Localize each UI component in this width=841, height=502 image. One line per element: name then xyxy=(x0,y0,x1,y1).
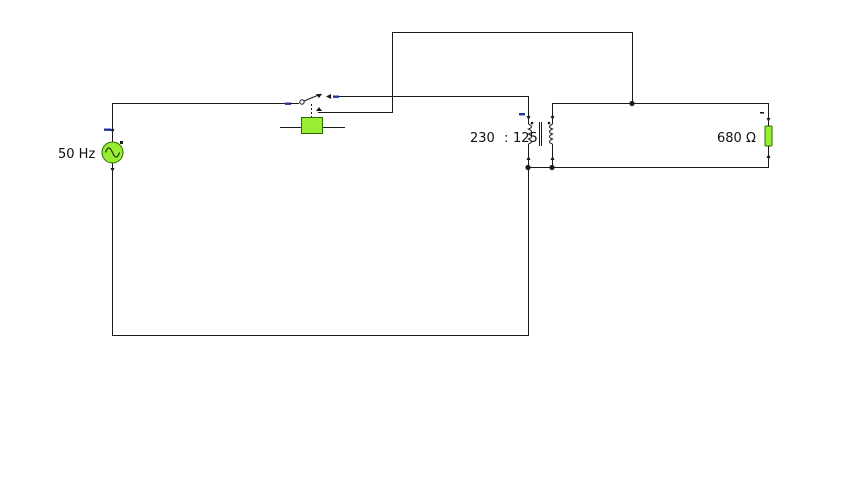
relay-coil[interactable] xyxy=(301,117,323,134)
terminal-arrow-icon xyxy=(766,118,771,122)
polarity-dot-icon xyxy=(530,121,534,125)
polarity-mark-icon xyxy=(120,141,123,144)
junction-dot[interactable] xyxy=(629,100,635,107)
switch-pivot xyxy=(299,99,305,105)
polarity-dot-icon xyxy=(547,121,551,125)
terminal-arrow-icon xyxy=(316,94,322,98)
primary-winding[interactable] xyxy=(527,123,532,145)
wire-switch-bridge[interactable] xyxy=(318,32,633,113)
polarity-mark-icon xyxy=(760,112,764,114)
terminal-arrow-icon xyxy=(110,129,115,133)
resistor-body[interactable] xyxy=(764,125,773,147)
terminal-arrow-icon xyxy=(326,94,331,99)
junctions xyxy=(525,100,635,171)
wire-source-bottom-loop[interactable] xyxy=(112,163,529,336)
port-marker-icon xyxy=(104,128,111,131)
wire-source-top[interactable] xyxy=(112,103,291,131)
ac-source[interactable]: 50 Hz xyxy=(58,128,124,173)
transformer-secondary-label: 125 xyxy=(513,131,538,146)
terminal-arrow-icon xyxy=(316,107,322,111)
wire-secondary-bottom[interactable] xyxy=(552,150,769,168)
terminal-arrow-icon xyxy=(526,156,531,160)
sine-wave-icon xyxy=(104,147,121,158)
port-marker-icon xyxy=(519,113,525,116)
port-marker-icon xyxy=(285,102,291,105)
secondary-winding[interactable] xyxy=(549,123,554,145)
source-frequency-label: 50 Hz xyxy=(58,147,95,162)
transformer-ratio-separator: : xyxy=(504,131,508,146)
terminal-arrow-icon xyxy=(766,154,771,158)
relay-switch[interactable] xyxy=(280,93,345,134)
wire-switch-to-transformer[interactable] xyxy=(336,96,529,117)
terminal-arrow-icon xyxy=(550,156,555,160)
terminal-arrow-icon xyxy=(526,116,531,120)
wires xyxy=(112,32,769,336)
terminal-arrow-icon xyxy=(110,168,115,172)
terminal-arrow-icon xyxy=(550,116,555,120)
resistor[interactable]: 680 Ω xyxy=(717,112,773,158)
transformer[interactable]: 230 : 125 xyxy=(470,113,555,163)
wire-secondary-top[interactable] xyxy=(552,103,769,121)
resistor-value-label: 680 Ω xyxy=(717,131,756,146)
junction-dot[interactable] xyxy=(525,164,531,171)
port-marker-icon xyxy=(333,95,339,98)
transformer-primary-label: 230 xyxy=(470,131,495,146)
junction-dot[interactable] xyxy=(549,164,555,171)
